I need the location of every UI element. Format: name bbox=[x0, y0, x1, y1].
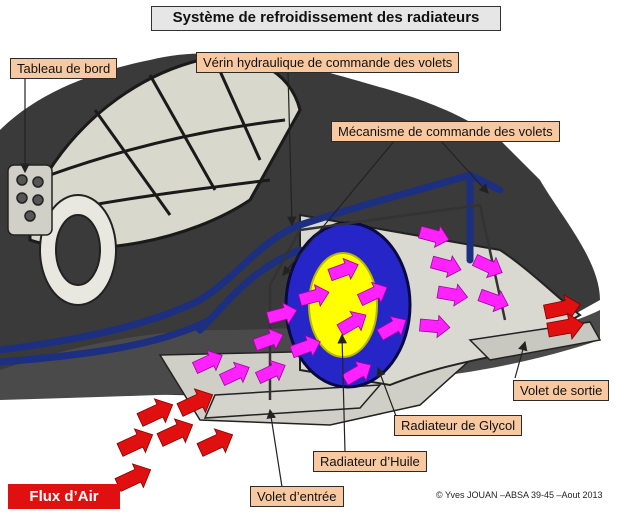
instrument-panel bbox=[7, 164, 53, 236]
label-mecanisme-commande: Mécanisme de commande des volets bbox=[331, 121, 560, 142]
label-volet-entree: Volet d’entrée bbox=[250, 486, 344, 507]
label-radiateur-huile: Radiateur d’Huile bbox=[313, 451, 427, 472]
copyright-credit: © Yves JOUAN –ABSA 39-45 –Aout 2013 bbox=[436, 490, 603, 500]
label-radiateur-glycol: Radiateur de Glycol bbox=[394, 415, 523, 436]
leader-lines bbox=[20, 71, 528, 488]
inlet-flap bbox=[203, 384, 382, 419]
label-volet-de-sortie: Volet de sortie bbox=[513, 380, 610, 401]
label-tableau-de-bord: Tableau de bord bbox=[10, 58, 118, 79]
label-verin-hydraulique: Vérin hydraulique de commande des volets bbox=[196, 52, 460, 73]
external-airflow-arrows bbox=[114, 293, 585, 492]
pilot-seat-frame bbox=[39, 194, 117, 306]
airflow-legend-badge: Flux d’Air bbox=[8, 484, 120, 509]
diagram-title: Système de refroidissement des radiateur… bbox=[151, 6, 501, 31]
internal-airflow-arrows bbox=[191, 225, 509, 386]
